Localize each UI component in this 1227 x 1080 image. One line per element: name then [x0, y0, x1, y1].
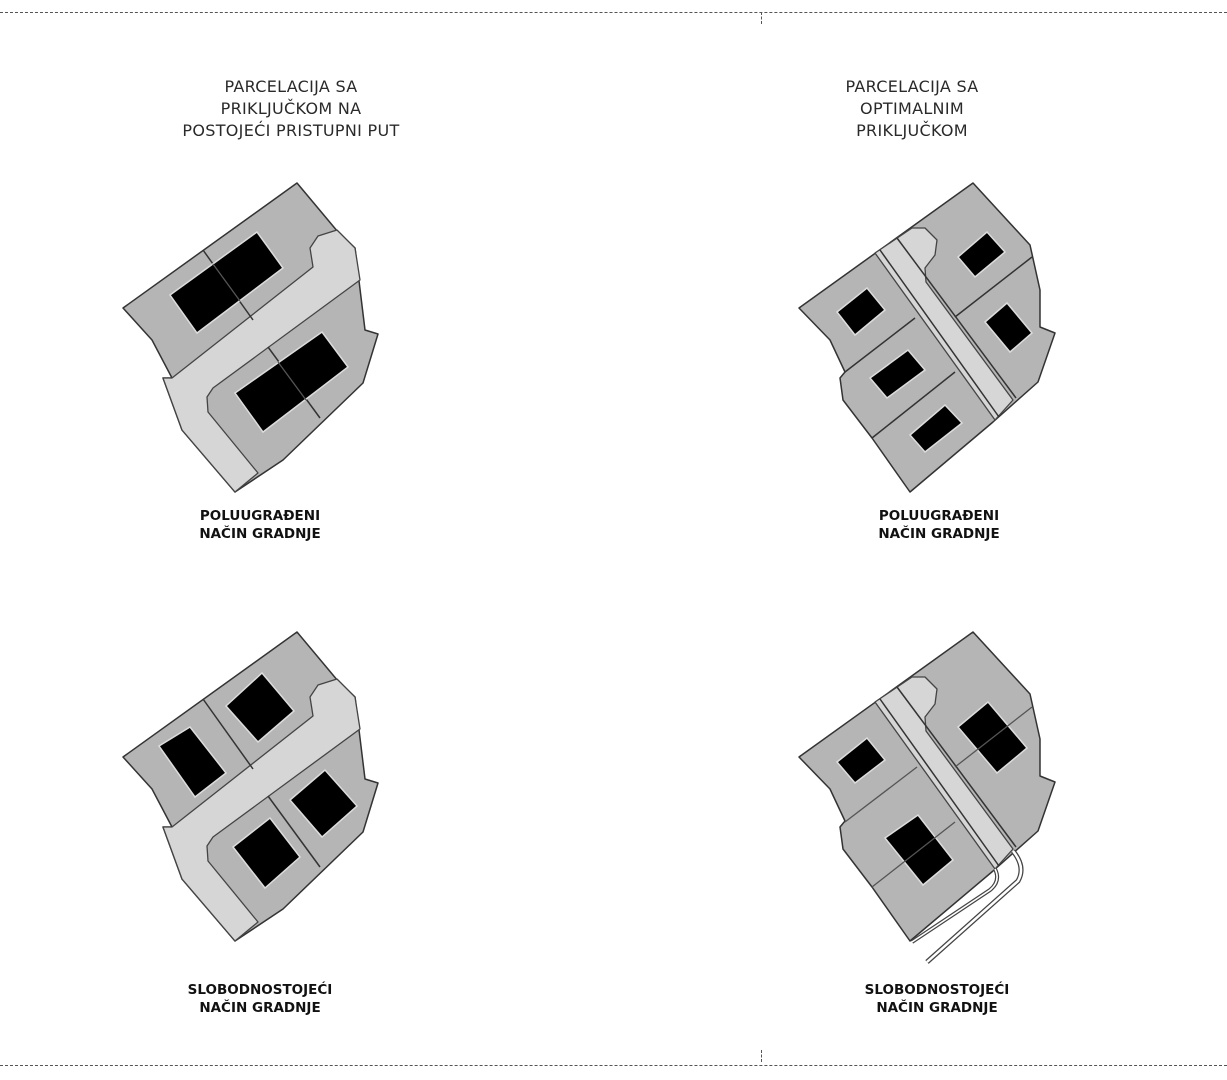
lot-divider [844, 317, 916, 373]
lot-divider [267, 795, 321, 868]
road-edge [896, 686, 1017, 848]
lot-divider [871, 371, 956, 439]
lot-divider [954, 256, 1033, 318]
access-road [874, 227, 1014, 421]
building [868, 348, 927, 400]
building [956, 230, 1007, 279]
label-bottom-left: SLOBODNOSTOJEĆI NAČIN GRADNJE [140, 981, 380, 1017]
road-edge-extension-inner [911, 868, 998, 943]
label-top-right: POLUUGRAĐENI NAČIN GRADNJE [819, 507, 1059, 543]
building [288, 768, 359, 839]
title-line: POSTOJEĆI PRISTUPNI PUT [182, 121, 400, 140]
building [983, 301, 1034, 354]
title-top-right: PARCELACIJA SA OPTIMALNIM PRIKLJUČKOM [762, 76, 1062, 142]
road-edge [879, 698, 1000, 867]
label-line: NAČIN GRADNJE [199, 1000, 321, 1016]
label-line: SLOBODNOSTOJEĆI [187, 982, 333, 998]
top-fold-mark [761, 12, 762, 24]
label-line: NAČIN GRADNJE [199, 526, 321, 542]
building [233, 330, 350, 434]
title-top-left: PARCELACIJA SA PRIKLJUČKOM NA POSTOJEĆI … [141, 76, 441, 142]
building [908, 403, 964, 454]
building [231, 816, 302, 890]
party-wall [212, 263, 241, 302]
lot-divider [954, 706, 1033, 768]
label-line: NAČIN GRADNJE [878, 526, 1000, 542]
building [835, 286, 887, 337]
diagram-bottom-right [798, 631, 1056, 964]
diagram-bottom-left [122, 631, 379, 942]
diagram-top-left [122, 182, 379, 493]
bottom-border [0, 1065, 1227, 1066]
building [224, 671, 296, 744]
title-line: PARCELACIJA SA [224, 77, 358, 96]
title-line: PRIKLJUČKOM NA [220, 99, 362, 118]
top-border [0, 12, 1227, 13]
label-bottom-right: SLOBODNOSTOJEĆI NAČIN GRADNJE [817, 981, 1057, 1017]
road-edge [879, 249, 1000, 418]
lot-divider [871, 821, 956, 888]
lot-divider [202, 698, 254, 770]
road-edge [896, 237, 1017, 399]
building [157, 726, 228, 799]
label-line: POLUUGRAĐENI [878, 508, 1000, 524]
label-line: SLOBODNOSTOJEĆI [864, 982, 1010, 998]
access-road [162, 678, 361, 942]
lot-divider [844, 766, 918, 823]
title-line: OPTIMALNIM [860, 99, 964, 118]
building [835, 736, 887, 785]
bottom-fold-mark [761, 1050, 762, 1062]
label-line: NAČIN GRADNJE [876, 1000, 998, 1016]
diagram-top-right [798, 182, 1056, 493]
road-extension-inner [926, 850, 1023, 963]
title-line: PRIKLJUČKOM [856, 121, 968, 140]
label-line: POLUUGRAĐENI [199, 508, 321, 524]
access-road [162, 229, 361, 493]
title-line: PARCELACIJA SA [845, 77, 979, 96]
access-road [874, 676, 1014, 870]
label-top-left: POLUUGRAĐENI NAČIN GRADNJE [140, 507, 380, 543]
party-wall [277, 361, 307, 401]
